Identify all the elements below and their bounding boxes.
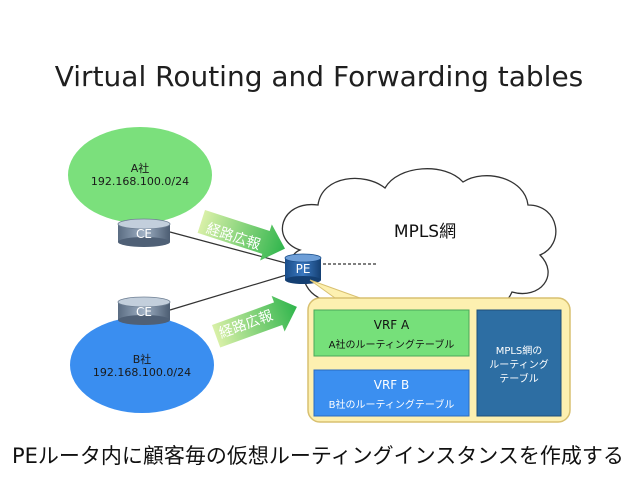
network-a-name: A社 bbox=[130, 162, 150, 175]
vrf-b-title: VRF B bbox=[373, 378, 410, 392]
ce-a-router bbox=[117, 218, 171, 247]
ce-b-label: CE bbox=[136, 305, 152, 319]
vrf-b-box bbox=[313, 369, 470, 417]
mpls-label: MPLS網 bbox=[393, 222, 457, 242]
advertise-arrow-bottom bbox=[212, 295, 297, 348]
diagram-caption: PEルータ内に顧客毎の仮想ルーティングインスタンスを作成する bbox=[12, 444, 624, 468]
vrf-a-box bbox=[313, 309, 470, 357]
mpls-table-label: MPLS網の ルーティング テーブル bbox=[489, 346, 549, 385]
network-a-subnet: 192.168.100.0/24 bbox=[90, 175, 190, 188]
link-ce-b-pe bbox=[169, 272, 294, 311]
ce-a-label: CE bbox=[136, 227, 152, 241]
vrf-a-title: VRF A bbox=[373, 318, 410, 332]
network-b-subnet: 192.168.100.0/24 bbox=[92, 366, 192, 379]
ce-b-router bbox=[117, 296, 171, 325]
network-a-ellipse bbox=[68, 127, 212, 223]
mpls-table-box bbox=[476, 309, 562, 417]
link-ce-a-pe bbox=[169, 231, 294, 266]
pe-label: PE bbox=[295, 262, 311, 276]
mpls-cloud bbox=[281, 168, 557, 319]
vrf-b-subtitle: B社のルーティングテーブル bbox=[328, 400, 455, 411]
diagram-title: Virtual Routing and Forwarding tables bbox=[54, 60, 584, 93]
network-b-ellipse bbox=[70, 317, 214, 413]
network-b-name: B社 bbox=[132, 353, 152, 366]
vrf-a-subtitle: A社のルーティングテーブル bbox=[328, 340, 455, 351]
advertise-arrow-top bbox=[197, 210, 285, 261]
